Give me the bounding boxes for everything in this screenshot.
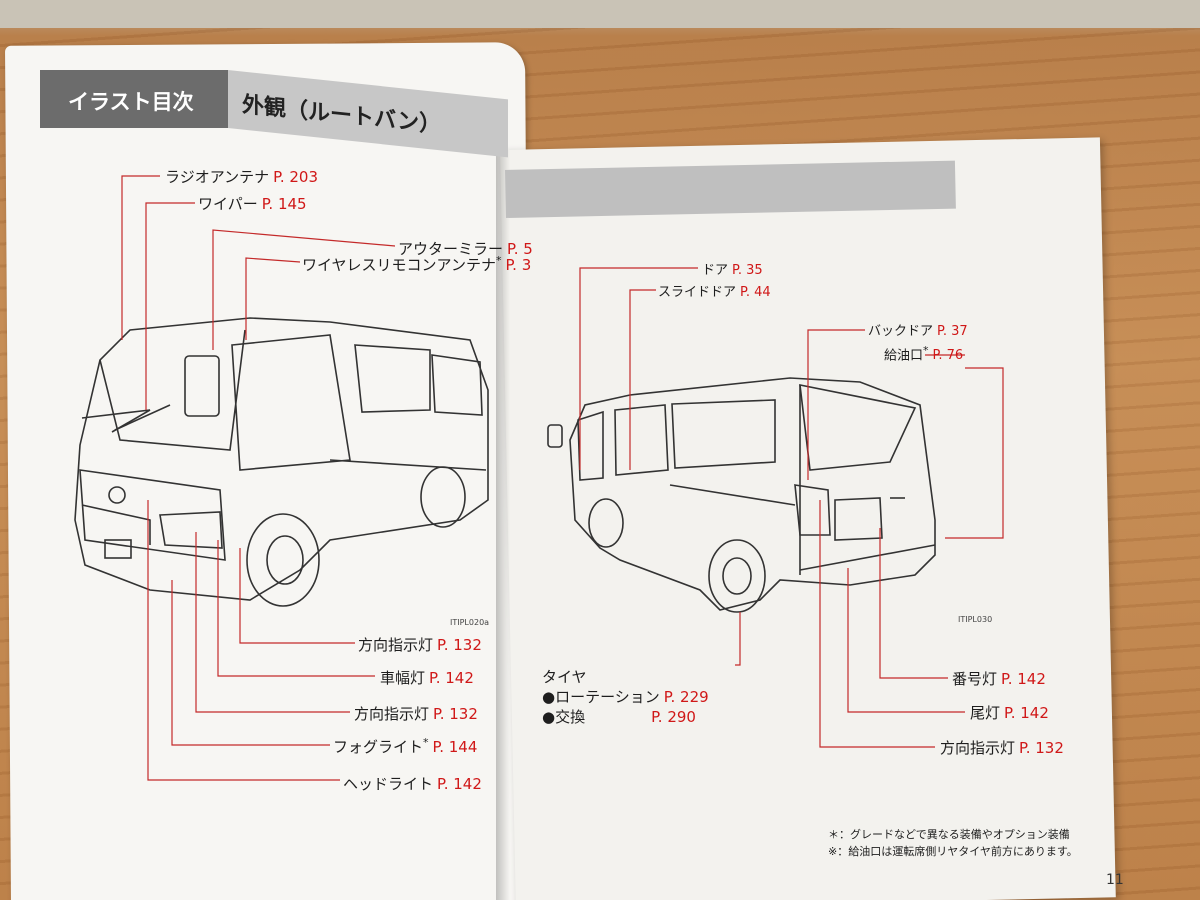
page-ref: P. 145 <box>261 195 307 213</box>
page-ref: P. 142 <box>1001 670 1046 688</box>
page-ref: P. 37 <box>937 324 968 339</box>
label-tire: タイヤ <box>542 668 587 686</box>
footnote-grade: ＊：グレードなどで異なる装備やオプション装備 <box>828 828 1070 841</box>
page-ref: P. 132 <box>437 636 482 654</box>
page-ref: P. 132 <box>1019 739 1064 757</box>
page-ref: P. 5 <box>507 240 533 258</box>
page-ref: P. 142 <box>1004 704 1049 722</box>
van-front-illustration <box>74 317 489 607</box>
page-ref: P. 76 <box>932 348 964 364</box>
label-wireless-remote-antenna: ワイヤレスリモコンアンテナ*P. 3 <box>302 254 532 274</box>
page-ref: P. 290 <box>651 708 696 726</box>
page-ref: P. 142 <box>437 775 482 793</box>
label-fuel-filler: 給油口*P. 76 <box>884 344 964 364</box>
page-ref: P. 44 <box>740 285 771 300</box>
page-ref: P. 132 <box>433 705 478 723</box>
footnote-fuel: ※：給油口は運転席側リヤタイヤ前方にあります。 <box>828 845 1078 858</box>
page-ref: P. 229 <box>663 688 709 706</box>
section-header: イラスト目次 <box>40 70 228 128</box>
page-ref: P. 35 <box>732 263 763 278</box>
book-gutter <box>496 150 510 900</box>
page-ref: P. 144 <box>432 738 478 756</box>
leader-lines-left <box>121 175 396 781</box>
figure-code-right: ITIPL030 <box>958 615 993 624</box>
background-fabric <box>0 0 1200 28</box>
section-label: イラスト目次 <box>68 90 194 114</box>
figure-code-left: ITIPL020a <box>450 618 490 627</box>
label-fog-light: フォグライト*P. 144 <box>333 736 478 756</box>
page-number: 11 <box>1106 872 1124 888</box>
page-ref: P. 203 <box>273 168 318 186</box>
van-rear-illustration <box>547 377 936 613</box>
leader-lines-right <box>579 267 1004 748</box>
page-ref: P. 142 <box>429 669 474 687</box>
page-ref: P. 3 <box>505 256 532 274</box>
